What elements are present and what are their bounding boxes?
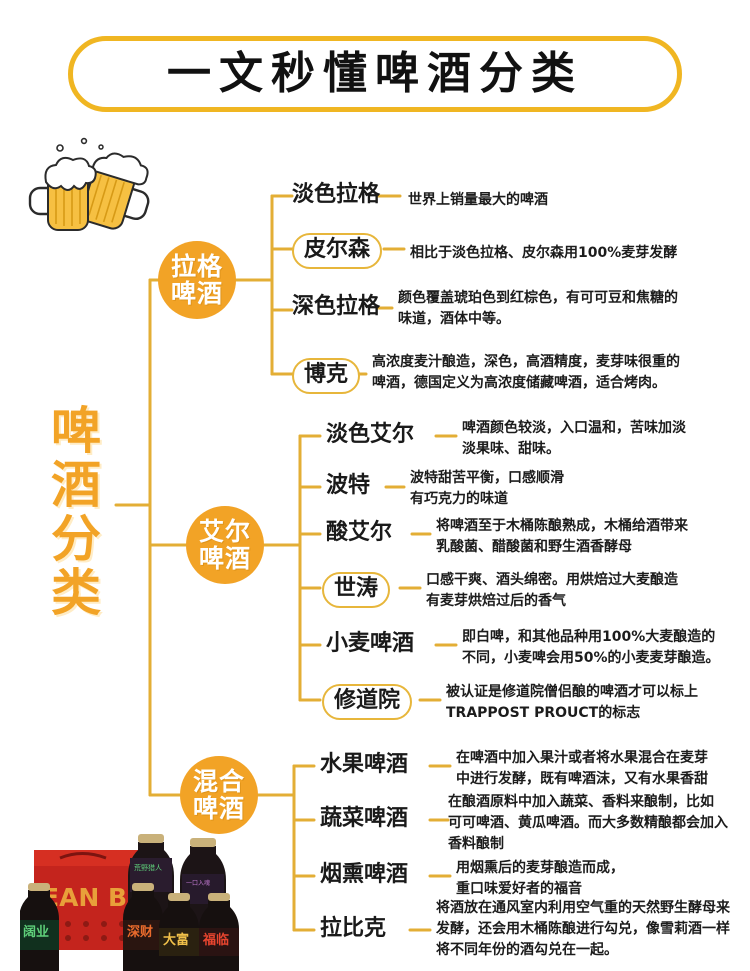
beer-mugs-icon [26,132,156,236]
leaf-label-pale-lager[interactable]: 淡色拉格 [292,182,381,207]
leaf-label-sour-ale[interactable]: 酸艾尔 [326,520,393,545]
bottle-front-1: 阔业 [20,883,59,971]
desc-pale-ale: 啤酒颜色较淡，入口温和，苦味加淡 淡果味、甜味。 [462,420,686,457]
desc-trappist: 被认证是修道院僧侣酿的啤酒才可以标上 TRAPPOST PROUCT的标志 [446,684,698,721]
category-circle-ale-line1: 艾尔 [198,517,251,546]
bottle-front-2: 深财 [123,883,163,971]
leaf-label-dark-lager[interactable]: 深色拉格 [292,294,381,319]
desc-wheat-beer: 即白啤，和其他品种用100%大麦酿造的 不同，小麦啤会用50%的小麦麦芽酿造。 [462,629,720,666]
bottle-front-3: 大富 [159,893,199,971]
svg-text:大富: 大富 [163,932,189,948]
desc-porter: 波特甜苦平衡，口感顺滑 有巧克力的味道 [410,470,564,507]
page-title-text: 一文秒懂啤酒分类 [167,48,583,99]
desc-stout: 口感干爽、酒头绵密。用烘焙过大麦酿造 有麦芽烘焙过后的香气 [426,572,678,609]
root-label-char-2: 分 [51,510,101,568]
beer-bottles-photo: EAN BAY 荒野猎人 一口入魂 [20,828,242,971]
desc-fruit-beer: 在啤酒中加入果汁或者将水果混合在麦芽 中进行发酵，既有啤酒沫，又有水果香甜 [456,750,708,787]
svg-text:深财: 深财 [127,924,153,940]
leaf-label-lambic[interactable]: 拉比克 [320,916,387,941]
svg-text:阔业: 阔业 [23,924,49,940]
category-circle-lager-line1: 拉格 [170,252,223,281]
category-circle-ale-line2: 啤酒 [198,544,251,573]
bottle-front-4: 福临 [199,893,239,971]
desc-vegetable-beer: 在酿酒原料中加入蔬菜、香料来酿制，比如 可可啤酒、黄瓜啤酒。而大多数精酿都会加入… [448,794,728,852]
desc-smoked-beer: 用烟熏后的麦芽酿造而成， 重口味爱好者的福音 [456,860,624,897]
desc-sour-ale: 将啤酒至于木桶陈酿熟成，木桶给酒带来 乳酸菌、醋酸菌和野生酒香酵母 [436,518,688,555]
category-circle-mixed-line1: 混合 [192,767,245,796]
category-circle-ale[interactable]: 艾尔 啤酒 [186,506,264,584]
leaf-label-smoked-beer[interactable]: 烟熏啤酒 [320,862,409,887]
category-circle-lager-line2: 啤酒 [170,279,223,308]
root-label-char-3: 类 [51,564,101,622]
category-circle-lager[interactable]: 拉格 啤酒 [158,241,236,319]
desc-pilsner: 相比于淡色拉格、皮尔森用100%麦芽发酵 [410,245,678,261]
desc-dark-lager: 颜色覆盖琥珀色到红棕色，有可可豆和焦糖的 味道，酒体中等。 [398,290,678,327]
root-label-char-1: 酒 [51,456,101,514]
leaf-label-fruit-beer[interactable]: 水果啤酒 [320,752,409,777]
svg-text:一口入魂: 一口入魂 [186,879,210,887]
desc-lambic: 将酒放在通风室内利用空气重的天然野生酵母来 发酵，还会用木桶陈酿进行勾兑，像雪莉… [436,900,730,958]
desc-pale-lager: 世界上销量最大的啤酒 [408,192,548,208]
page-title: 一文秒懂啤酒分类 [68,36,682,112]
leaf-label-stout[interactable]: 世涛 [322,572,391,608]
leaf-label-bock[interactable]: 博克 [292,358,361,394]
leaf-label-pale-ale[interactable]: 淡色艾尔 [326,422,415,447]
category-circle-mixed[interactable]: 混合 啤酒 [180,756,258,834]
svg-text:福临: 福临 [202,932,229,948]
leaf-label-vegetable-beer[interactable]: 蔬菜啤酒 [320,806,409,831]
leaf-label-porter[interactable]: 波特 [326,473,371,498]
root-label: 啤 酒 分 类 [38,404,114,620]
leaf-label-trappist[interactable]: 修道院 [322,684,413,720]
svg-text:荒野猎人: 荒野猎人 [134,863,162,872]
leaf-label-wheat-beer[interactable]: 小麦啤酒 [326,631,415,656]
root-label-char-0: 啤 [51,402,101,460]
category-circle-mixed-line2: 啤酒 [192,794,245,823]
desc-bock: 高浓度麦汁酿造，深色，高酒精度，麦芽味很重的 啤酒，德国定义为高浓度储藏啤酒，适… [372,354,680,391]
leaf-label-pilsner[interactable]: 皮尔森 [292,233,383,269]
